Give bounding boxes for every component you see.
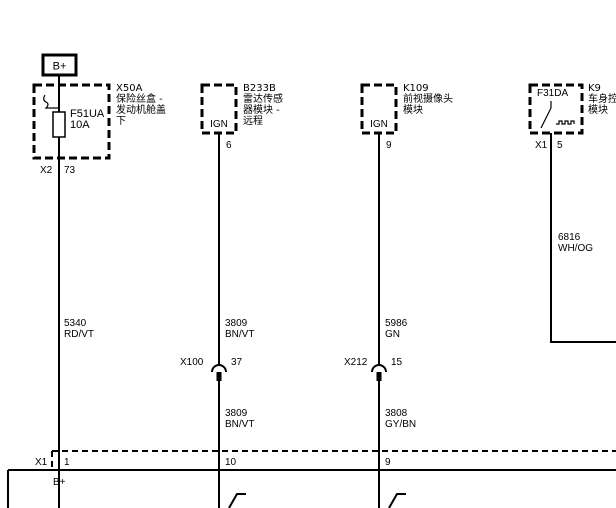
b233b-pin: 6 — [226, 140, 232, 151]
b233b-desc-1: 雷达传感 — [243, 92, 283, 105]
x100-id: X100 — [180, 357, 204, 368]
x50a-id: X50A — [116, 83, 143, 94]
wire-3809b-number: 3809 — [225, 408, 248, 419]
wire-6816-number: 6816 — [558, 232, 581, 243]
bottom-pin-9: 9 — [385, 457, 391, 468]
b233b-id: B233B — [243, 83, 276, 94]
k9-desc-2: 模块 — [588, 104, 608, 116]
wire-6816-color: WH/OG — [558, 243, 593, 254]
x50a-desc-2: 发动机舱盖 — [116, 103, 166, 116]
x212-id: X212 — [344, 357, 368, 368]
bottom-module: X1 1 10 9 B+ — [7, 450, 616, 508]
wire-5340-color: RD/VT — [64, 329, 94, 340]
x212-connector-icon — [371, 364, 387, 373]
x212-pin: 15 — [391, 357, 403, 368]
k9-connector: X1 — [535, 140, 548, 151]
inline-connector-x212: X212 15 — [344, 357, 403, 381]
b233b-ign: IGN — [210, 119, 228, 130]
k9-pin: 5 — [557, 140, 563, 151]
internal-switch-icon — [228, 493, 246, 508]
wire-3809a-color: BN/VT — [225, 329, 254, 340]
wire-5986-color: GN — [385, 329, 400, 340]
k9-desc-1: 车身控 — [588, 92, 616, 105]
bottom-connector: X1 — [35, 457, 48, 468]
component-x50a: F51UA 10A X50A 保险丝盒 - 发动机舱盖 下 X2 73 — [32, 83, 166, 176]
x50a-connector: X2 — [40, 165, 53, 176]
k9-pulse-icon — [556, 120, 575, 125]
bottom-bplus: B+ — [53, 477, 66, 488]
k9-switch-icon — [540, 107, 552, 129]
k109-id: K109 — [403, 83, 429, 94]
bottom-pin-1: 1 — [64, 457, 70, 468]
x50a-outline — [32, 83, 111, 160]
k9-id: K9 — [588, 83, 601, 94]
k109-ign: IGN — [370, 119, 388, 130]
wire-3808-number: 3808 — [385, 408, 408, 419]
wire-5986-number: 5986 — [385, 318, 408, 329]
fuse-name: F51UA — [70, 108, 105, 120]
k109-desc-1: 前视摄像头 — [403, 92, 453, 105]
wire-3809a-number: 3809 — [225, 318, 248, 329]
k9-part: F31DA — [537, 88, 568, 99]
b233b-desc-3: 远程 — [243, 115, 263, 127]
x50a-desc-3: 下 — [116, 116, 126, 127]
fuse-icon — [52, 111, 66, 138]
k9-outline — [528, 83, 584, 135]
bottom-pin-10: 10 — [225, 457, 237, 468]
fuse-rating: 10A — [70, 119, 90, 131]
k109-desc-2: 模块 — [403, 104, 423, 116]
fuse-link-icon — [43, 94, 60, 109]
wire-6816 — [550, 133, 616, 343]
x100-connector-icon — [211, 364, 227, 373]
b233b-desc-2: 器模块 - — [243, 104, 280, 116]
x50a-pin: 73 — [64, 165, 76, 176]
wire-3809b-color: BN/VT — [225, 419, 254, 430]
inline-connector-x100: X100 37 — [180, 357, 243, 381]
component-k9: F31DA K9 车身控 模块 X1 5 — [528, 83, 616, 151]
component-k109: IGN K109 前视摄像头 模块 9 — [360, 83, 453, 151]
wire-3808-color: GY/BN — [385, 419, 416, 430]
component-b233b: IGN B233B 雷达传感 器模块 - 远程 6 — [200, 83, 283, 151]
wire-5340-number: 5340 — [64, 318, 87, 329]
x50a-desc-1: 保险丝盒 - — [116, 92, 163, 105]
x100-pin: 37 — [231, 357, 243, 368]
power-source-label: B+ — [53, 61, 67, 73]
internal-switch-icon — [388, 493, 406, 508]
k109-pin: 9 — [386, 140, 392, 151]
power-source: B+ — [41, 53, 78, 77]
